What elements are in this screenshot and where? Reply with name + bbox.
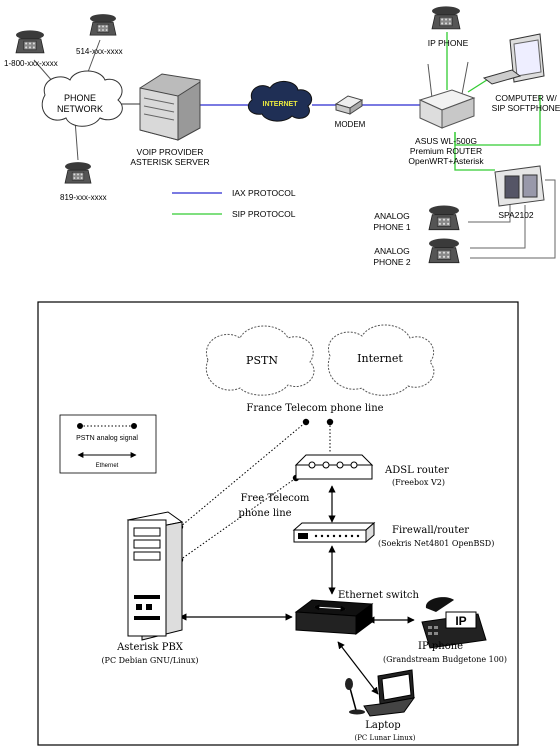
internet-label: INTERNET	[263, 101, 299, 108]
legend-ethernet-label: Ethernet	[96, 463, 119, 469]
laptop-label: Laptop	[365, 720, 400, 731]
adsl-router-sublabel: (Freebox V2)	[392, 478, 445, 487]
phone-icon-514	[89, 13, 117, 36]
free-telecom-label-1: Free Telecom	[241, 493, 310, 504]
laptop-icon	[363, 669, 416, 717]
ethernet-switch-label: Ethernet switch	[338, 590, 420, 601]
firewall-label: Firewall/router	[392, 525, 469, 536]
firewall-icon	[292, 521, 376, 544]
router-label-2: Premium ROUTER	[410, 146, 482, 156]
analog-phone-2-label-2: PHONE 2	[373, 257, 411, 267]
analog-phone-2-label-1: ANALOG	[374, 246, 409, 256]
computer-label-1: COMPUTER W/	[495, 93, 557, 103]
phone-network-label-2: NETWORK	[57, 104, 103, 114]
ip-phone-bottom-sublabel: (Grandstream Budgetone 100)	[383, 655, 507, 664]
modem-icon	[334, 95, 364, 115]
number-514: 514-xxx-xxxx	[76, 47, 123, 56]
bottom-legend: PSTN analog signal Ethernet	[59, 414, 157, 474]
number-819: 819-xxx-xxxx	[60, 193, 107, 202]
voip-provider-label-1: VOIP PROVIDER	[137, 147, 204, 157]
phone-icon-1800	[15, 29, 45, 54]
asterisk-pbx-sublabel: (PC Debian GNU/Linux)	[101, 656, 198, 665]
phone-icon-819	[64, 161, 92, 184]
sip-legend-label: SIP PROTOCOL	[232, 209, 296, 219]
spa2102-icon	[494, 165, 545, 207]
top-diagram: PHONE NETWORK 1-800-xxx-xxxx 514-xxx-xxx…	[4, 5, 560, 267]
iax-legend-label: IAX PROTOCOL	[232, 188, 296, 198]
computer-icon	[482, 33, 545, 85]
france-telecom-label: France Telecom phone line	[246, 403, 383, 414]
router-label-3: OpenWRT+Asterisk	[408, 156, 484, 166]
modem-label: MODEM	[335, 120, 366, 129]
ip-phone-screen-label: IP	[455, 614, 466, 628]
voip-server-icon	[139, 73, 201, 141]
router-icon	[418, 61, 476, 129]
ip-phone-bottom-label: IP phone	[418, 641, 463, 652]
ip-phone-label: IP PHONE	[428, 38, 469, 48]
analog-lines	[468, 179, 556, 259]
adsl-router-label: ADSL router	[384, 465, 449, 476]
analog-phone-1-icon	[428, 205, 460, 231]
computer-label-2: SIP SOFTPHONE	[492, 103, 560, 113]
analog-phone-2-icon	[428, 238, 460, 264]
internet-cloud-bottom	[327, 324, 435, 396]
spa2102-label: SPA2102	[498, 210, 534, 220]
ip-phone-bottom-icon: IP	[421, 597, 487, 649]
analog-phone-1-label-1: ANALOG	[374, 211, 409, 221]
microphone-icon	[345, 678, 365, 715]
internet-cloud: INTERNET	[247, 81, 313, 122]
internet-bottom-label: Internet	[357, 352, 403, 365]
pstn-label: PSTN	[246, 354, 278, 367]
ethernet-links	[179, 485, 415, 695]
voip-provider-label-2: ASTERISK SERVER	[130, 157, 209, 167]
ethernet-switch-icon	[294, 599, 374, 635]
analog-phone-1-label-2: PHONE 1	[373, 222, 411, 232]
firewall-sublabel: (Soekris Net4801 OpenBSD)	[378, 539, 494, 548]
ip-phone-icon	[431, 5, 461, 30]
protocol-legend: IAX PROTOCOL SIP PROTOCOL	[172, 188, 296, 219]
pstn-cloud	[205, 325, 315, 396]
pstn-lines	[179, 421, 331, 561]
legend-pstn-label: PSTN analog signal	[76, 435, 138, 442]
bottom-frame	[37, 301, 519, 746]
number-1800: 1-800-xxx-xxxx	[4, 59, 58, 68]
router-label-1: ASUS WL-500G	[415, 136, 477, 146]
free-telecom-label-2: phone line	[238, 508, 291, 519]
laptop-sublabel: (PC Lunar Linux)	[354, 734, 415, 742]
adsl-router-icon	[294, 454, 374, 480]
asterisk-pbx-label: Asterisk PBX	[116, 642, 184, 653]
asterisk-pc-icon	[126, 511, 184, 641]
bottom-diagram: PSTN Internet France Telecom phone line …	[37, 301, 519, 746]
phone-network-label-1: PHONE	[64, 93, 96, 103]
phone-network-cloud: PHONE NETWORK	[41, 70, 123, 127]
